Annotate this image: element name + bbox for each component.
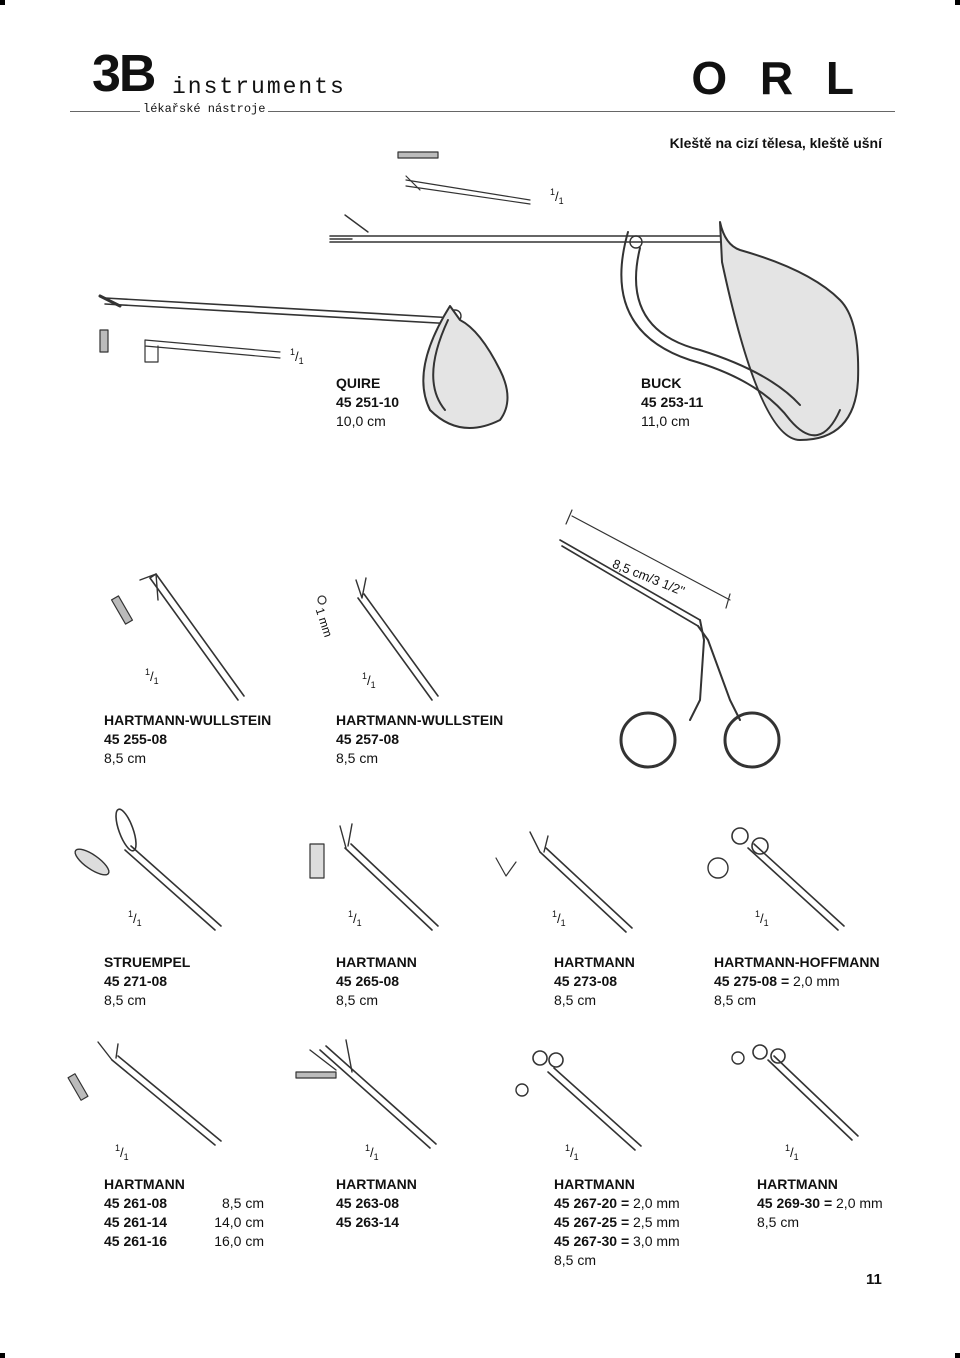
product-size: 8,5 cm: [221, 1195, 264, 1211]
product-hartmann-273: HARTMANN 45 273-08 8,5 cm: [554, 953, 635, 1010]
product-hw-255: HARTMANN-WULLSTEIN 45 255-08 8,5 cm: [104, 711, 271, 768]
quire-forceps-illustration: [98, 294, 509, 429]
product-name: HARTMANN-WULLSTEIN: [336, 712, 504, 728]
brand-word: instruments: [172, 74, 346, 100]
buck-forceps-illustration: [329, 151, 860, 441]
hw1-illustration: [110, 573, 245, 701]
product-hartmann-263: HARTMANN 45 263-08 45 263-14: [336, 1175, 417, 1232]
product-struempel: STRUEMPEL 45 271-08 8,5 cm: [104, 953, 190, 1010]
h263-illustration: [295, 1039, 437, 1149]
scale-label: 1/1: [552, 909, 566, 928]
product-code: 45 263-08: [336, 1195, 400, 1211]
product-buck: BUCK 45 253-11 11,0 cm: [641, 374, 703, 431]
product-name: HARTMANN: [554, 954, 635, 970]
product-quire: QUIRE 45 251-10 10,0 cm: [336, 374, 399, 431]
product-size: 16,0 cm: [214, 1233, 264, 1249]
product-code: 45 267-25 =: [554, 1214, 630, 1230]
product-code: 45 253-11: [641, 394, 704, 410]
product-size: 8,5 cm: [336, 750, 379, 766]
scale-label: 1/1: [755, 909, 769, 928]
product-spec: 2,0 mm: [836, 1195, 883, 1211]
product-name: QUIRE: [336, 375, 381, 391]
product-size: 8,5 cm: [714, 992, 757, 1008]
scale-label: 1/1: [128, 909, 142, 928]
product-hw-257: HARTMANN-WULLSTEIN 45 257-08 8,5 cm: [336, 711, 503, 768]
h273-illustration: [495, 831, 633, 933]
product-name: HARTMANN: [757, 1176, 838, 1192]
hartmann-ring-forceps-illustration: [559, 509, 781, 769]
corner-mark: [955, 1353, 960, 1358]
scale-label: 1/1: [290, 347, 304, 366]
product-code: 45 275-08 =: [714, 973, 790, 989]
h269-illustration: [731, 1044, 859, 1141]
scale-label: 1/1: [365, 1143, 379, 1162]
product-code: 45 269-30 =: [757, 1195, 833, 1211]
product-code: 45 257-08: [336, 731, 400, 747]
product-name: HARTMANN: [554, 1176, 635, 1192]
product-hartmann-269: HARTMANN 45 269-30 = 2,0 mm 8,5 cm: [757, 1175, 883, 1232]
product-hartmann-267: HARTMANN 45 267-20 = 2,0 mm 45 267-25 = …: [554, 1175, 680, 1270]
h267-illustration: [515, 1050, 642, 1151]
product-spec: 2,0 mm: [633, 1195, 680, 1211]
brand-subtitle: lékařské nástroje: [140, 103, 269, 115]
product-code: 45 255-08: [104, 731, 168, 747]
product-name: HARTMANN: [336, 954, 417, 970]
product-code: 45 273-08: [554, 973, 618, 989]
product-code: 45 267-20 =: [554, 1195, 630, 1211]
scale-label: 1/1: [115, 1143, 129, 1162]
hoffmann-illustration: [707, 827, 845, 931]
product-size: 8,5 cm: [104, 992, 147, 1008]
product-size: 8,5 cm: [336, 992, 379, 1008]
product-code: 45 267-30 =: [554, 1233, 630, 1249]
product-name: HARTMANN: [336, 1176, 417, 1192]
h265-illustration: [309, 823, 439, 931]
hw2-illustration: [317, 577, 439, 701]
logo-underline: [70, 111, 895, 112]
product-spec: 2,5 mm: [633, 1214, 680, 1230]
scale-label: 1/1: [550, 187, 564, 206]
product-name: HARTMANN-HOFFMANN: [714, 954, 880, 970]
scale-label: 1/1: [362, 671, 376, 690]
scale-label: 1/1: [145, 667, 159, 686]
product-code: 45 263-14: [336, 1214, 400, 1230]
corner-mark: [0, 1353, 5, 1358]
corner-mark: [0, 0, 5, 5]
scale-label: 1/1: [785, 1143, 799, 1162]
h261-illustration: [67, 1041, 222, 1146]
product-spec: 3,0 mm: [633, 1233, 680, 1249]
page-subtitle: Kleště na cizí tělesa, kleště ušní: [669, 135, 882, 151]
product-name: STRUEMPEL: [104, 954, 191, 970]
section-title: O R L: [691, 52, 864, 104]
brand-logo: 3B: [92, 45, 157, 103]
product-code: 45 251-10: [336, 394, 400, 410]
product-name: BUCK: [641, 375, 682, 391]
product-spec: 2,0 mm: [793, 973, 840, 989]
product-hartmann-261: HARTMANN 45 261-08 8,5 cm 45 261-14 14,0 c…: [104, 1175, 264, 1251]
product-size: 14,0 cm: [214, 1214, 264, 1230]
scale-label: 1/1: [565, 1143, 579, 1162]
product-size: 8,5 cm: [554, 1252, 597, 1268]
product-size: 8,5 cm: [757, 1214, 800, 1230]
product-size: 8,5 cm: [104, 750, 147, 766]
product-code: 45 261-14: [104, 1214, 168, 1230]
product-size: 8,5 cm: [554, 992, 597, 1008]
product-code: 45 261-16: [104, 1233, 168, 1249]
product-code: 45 271-08: [104, 973, 168, 989]
product-size: 10,0 cm: [336, 413, 386, 429]
corner-mark: [955, 0, 960, 5]
product-name: HARTMANN-WULLSTEIN: [104, 712, 272, 728]
product-code: 45 261-08: [104, 1195, 168, 1211]
product-hartmann-265: HARTMANN 45 265-08 8,5 cm: [336, 953, 417, 1010]
page-number: 11: [866, 1271, 882, 1288]
scale-label: 1/1: [348, 909, 362, 928]
struempel-illustration: [74, 808, 222, 931]
product-name: HARTMANN: [104, 1176, 185, 1192]
product-code: 45 265-08: [336, 973, 400, 989]
product-hartmann-hoffmann: HARTMANN-HOFFMANN 45 275-08 = 2,0 mm 8,5…: [714, 953, 880, 1010]
product-size: 11,0 cm: [641, 413, 690, 429]
